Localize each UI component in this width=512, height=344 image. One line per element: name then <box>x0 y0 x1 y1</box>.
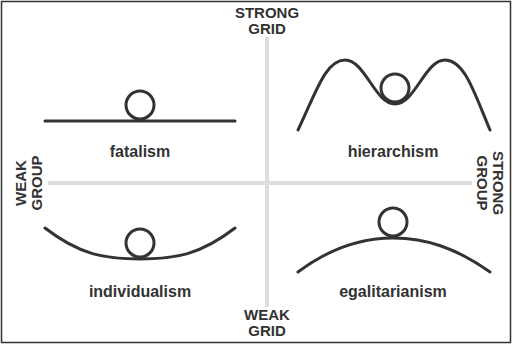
axis-label: STRONG GRID <box>228 5 306 37</box>
ball <box>126 91 154 119</box>
ball <box>379 208 407 236</box>
axis-label: WEAK GRID <box>228 307 306 339</box>
dome-line <box>298 238 490 272</box>
grid-axis <box>265 36 269 312</box>
valley-between-hills <box>298 60 490 130</box>
ball <box>381 74 409 102</box>
quadrant-label: hierarchism <box>346 143 441 160</box>
quadrant-label: individualism <box>87 283 193 300</box>
group-axis <box>48 181 472 185</box>
axis-label: STRONG GROUP <box>474 144 506 222</box>
quadrant-label: egalitarianism <box>337 283 449 300</box>
axis-label: WEAK GROUP <box>13 150 45 216</box>
ball <box>126 229 154 257</box>
quadrant-label: fatalism <box>108 143 172 160</box>
bowl-line <box>45 228 235 259</box>
